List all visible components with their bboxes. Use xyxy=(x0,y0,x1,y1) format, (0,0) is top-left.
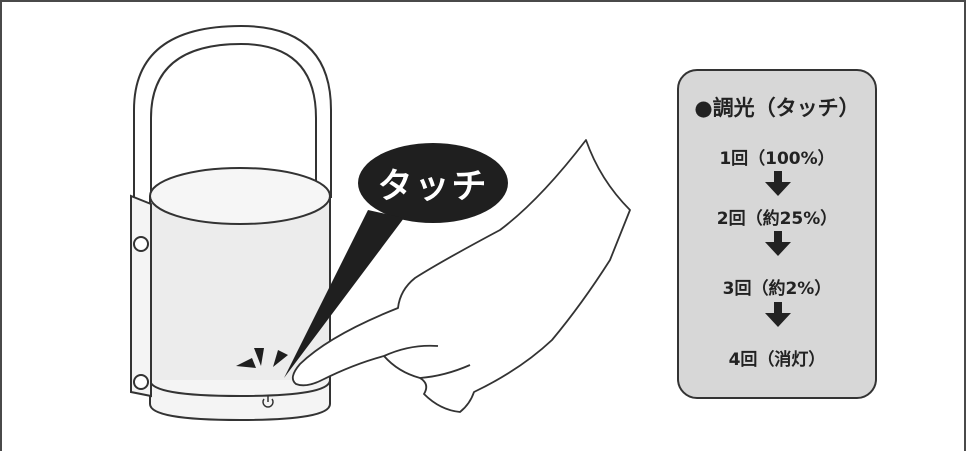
lamp-shade-top xyxy=(149,167,331,225)
bubble-label: タッチ xyxy=(377,167,489,207)
touch-spark-icon xyxy=(236,348,288,368)
lamp-handle xyxy=(133,24,332,210)
lamp-base xyxy=(149,380,331,422)
speech-bubble xyxy=(284,143,508,378)
lamp-strap xyxy=(130,194,152,398)
power-icon[interactable] xyxy=(262,395,274,408)
step-4-label: 4回（消灯） xyxy=(728,350,826,370)
step-2-label: 2回（約25%） xyxy=(716,209,838,229)
strap-knob-bottom xyxy=(133,374,149,390)
step-3-label: 3回（約2%） xyxy=(722,279,832,299)
down-arrow-icon xyxy=(765,171,791,196)
panel-title: ●調光（タッチ） xyxy=(694,96,860,120)
strap-knob-top xyxy=(133,236,149,252)
down-arrow-icon xyxy=(765,302,791,327)
down-arrow-icon xyxy=(765,231,791,256)
dimming-panel: ●調光（タッチ） 1回（100%） 2回（約25%） 3回（約2%） 4回（消灯… xyxy=(677,69,877,399)
hand-illustration xyxy=(291,139,631,413)
step-1-label: 1回（100%） xyxy=(719,149,835,169)
